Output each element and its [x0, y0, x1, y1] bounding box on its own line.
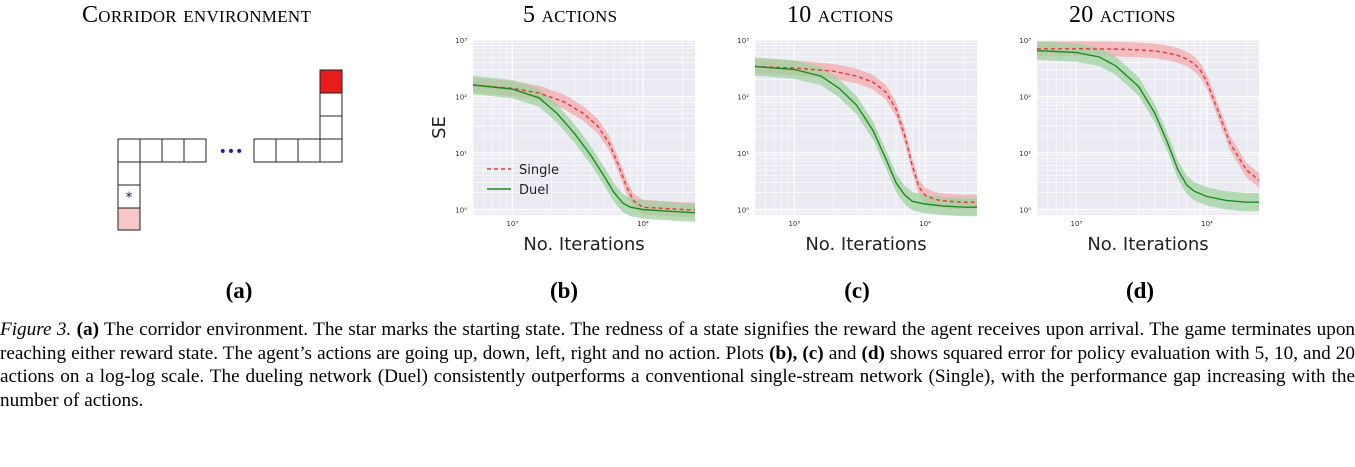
- gridlines: [754, 39, 977, 216]
- caption-ref-d: (d): [861, 342, 885, 364]
- corridor-diagram: * •••: [117, 69, 343, 231]
- caption-ref-bc: (b), (c): [769, 342, 824, 364]
- series-line-single: [754, 65, 977, 203]
- y-tick-label: 10⁰: [455, 207, 467, 215]
- series-line-duel: [754, 65, 977, 208]
- series-band-duel: [473, 75, 695, 222]
- panel-c-letter: (c): [844, 278, 870, 303]
- caption-text-2: and: [823, 342, 862, 364]
- series-line-single: [1037, 48, 1260, 181]
- corridor-cell: [253, 138, 277, 163]
- y-tick-label: 10²: [1019, 94, 1031, 102]
- series-band-single: [1037, 41, 1259, 188]
- figure-label: Figure 3.: [0, 319, 72, 340]
- chart-c: 10³ 10⁴ 10⁰ 10¹ 10² 10³ No. Iterations: [737, 37, 977, 255]
- y-tick-label: 10²: [455, 94, 467, 102]
- plot-background: [473, 40, 695, 215]
- y-tick-label: 10⁰: [737, 207, 749, 215]
- legend-label-single: Single: [519, 163, 559, 178]
- corridor-cell: [117, 161, 141, 186]
- x-tick-label: 10³: [506, 220, 518, 228]
- start-star-icon: *: [126, 190, 133, 206]
- x-tick-label: 10³: [788, 220, 800, 228]
- chart-title-c: 10 actions: [787, 2, 894, 28]
- y-tick-label: 10⁰: [1019, 207, 1031, 215]
- corridor-cell: [275, 138, 299, 163]
- y-tick-label: 10³: [737, 37, 749, 45]
- legend-label-duel: Duel: [519, 183, 549, 198]
- y-axis-label: SE: [429, 116, 450, 139]
- x-axis-label: No. Iterations: [1087, 234, 1208, 255]
- x-tick-label: 10³: [1070, 220, 1082, 228]
- ellipsis-icon: •••: [219, 144, 244, 160]
- series-line-duel: [1036, 49, 1259, 203]
- corridor-cell: [139, 138, 163, 163]
- series-band-duel: [755, 57, 977, 217]
- panel-a-title: Corridor environment: [82, 2, 312, 28]
- chart-d: 10³ 10⁴ 10⁰ 10¹ 10² 10³ No. Iterations: [1019, 37, 1260, 255]
- figure-caption: Figure 3. (a) The corridor environment. …: [0, 318, 1355, 412]
- corridor-cell: [117, 138, 141, 163]
- panel-a-letter: (a): [225, 278, 253, 303]
- x-tick-label: 10⁴: [1201, 220, 1213, 228]
- y-tick-label: 10¹: [455, 150, 467, 158]
- corridor-cell: [161, 138, 185, 163]
- panel-d-letter: (d): [1125, 278, 1155, 303]
- series-band-duel: [1037, 41, 1259, 212]
- x-tick-label: 10⁴: [919, 220, 931, 228]
- chart-title-d: 20 actions: [1069, 2, 1176, 28]
- panel-b-letter: (b): [549, 278, 579, 303]
- chart-b: 10³ 10⁴ 10⁰ 10¹ 10² 10³ No. Iterations SE Single…: [429, 37, 696, 255]
- goal-cell-near: [117, 207, 141, 231]
- series-line-duel: [472, 84, 696, 214]
- corridor-cell: [183, 138, 207, 163]
- gridlines: [1036, 39, 1259, 216]
- corridor-cell: [297, 138, 321, 163]
- goal-cell-far: [319, 69, 343, 94]
- corridor-cell: [319, 92, 343, 117]
- corridor-cell: [319, 138, 343, 163]
- y-tick-label: 10¹: [737, 150, 749, 158]
- y-tick-label: 10¹: [1019, 150, 1031, 158]
- x-axis-label: No. Iterations: [523, 234, 644, 255]
- caption-ref-a: (a): [76, 319, 99, 340]
- caption-text-1: The corridor environment. The star marks…: [0, 319, 1355, 364]
- y-tick-label: 10³: [455, 37, 467, 45]
- chart-title-b: 5 actions: [523, 2, 618, 28]
- caption-text-3: shows squared error for policy evaluatio…: [0, 342, 1355, 411]
- y-tick-label: 10²: [737, 94, 749, 102]
- x-axis-label: No. Iterations: [805, 234, 926, 255]
- corridor-cell: [319, 115, 343, 140]
- series-line-single: [472, 84, 696, 211]
- x-tick-label: 10⁴: [637, 220, 649, 228]
- y-tick-label: 10³: [1019, 37, 1031, 45]
